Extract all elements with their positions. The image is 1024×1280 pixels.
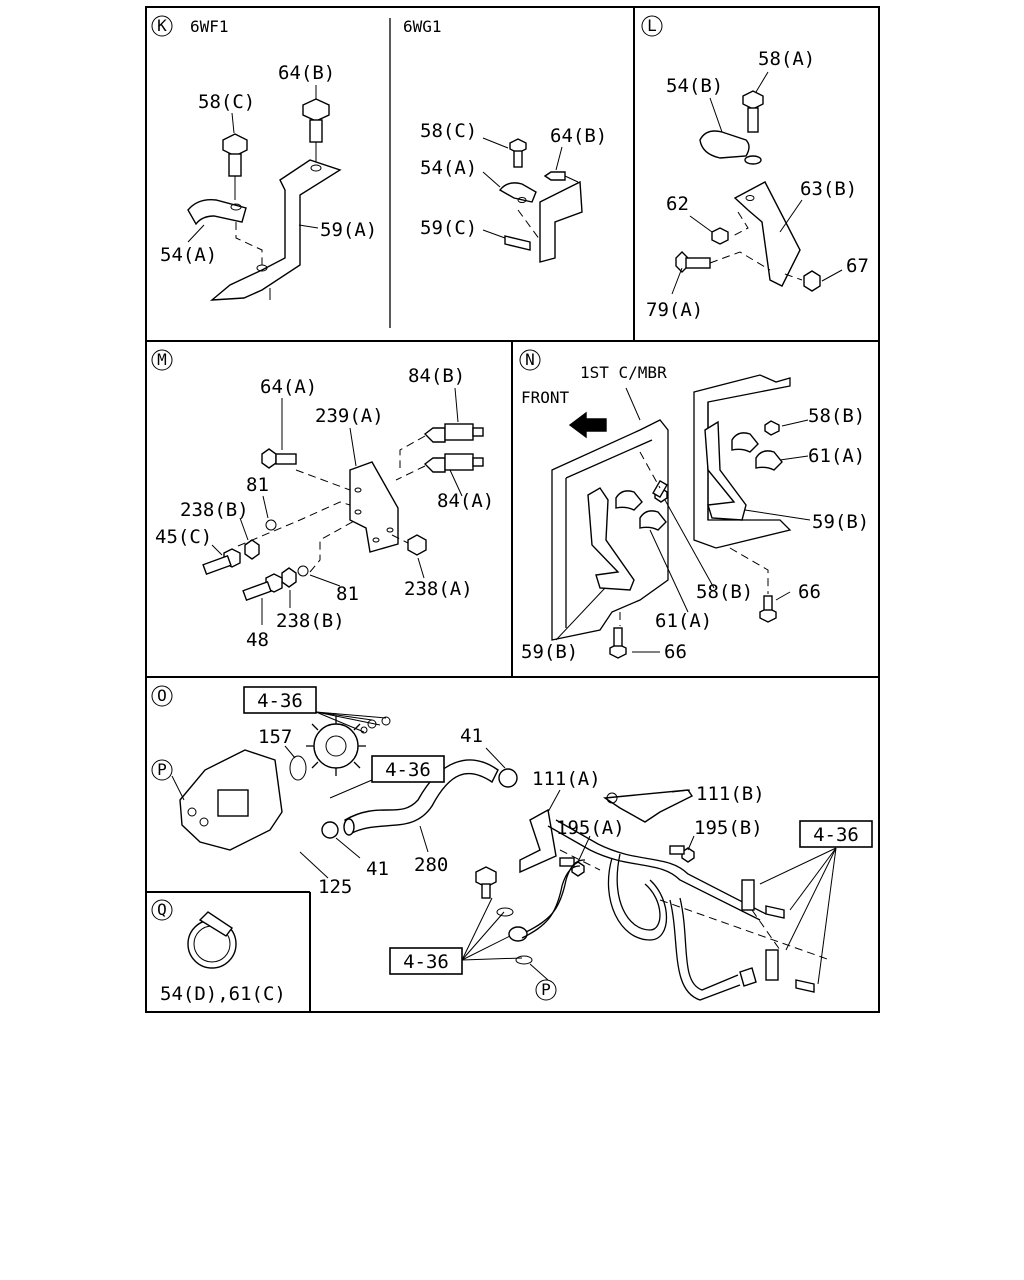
- label-58b: 58(B): [808, 405, 865, 427]
- ref-p-marker: P: [535, 979, 557, 1001]
- label-195a: 195(A): [556, 817, 625, 839]
- ref-p-marker: P: [151, 759, 173, 781]
- label-238a: 238(A): [404, 578, 473, 600]
- section-k-letter: K: [157, 16, 167, 35]
- label-81: 81: [246, 474, 269, 496]
- ref-box: [243, 686, 317, 714]
- label-157: 157: [258, 726, 292, 748]
- label-64b: 64(B): [550, 125, 607, 147]
- section-n-letter: N: [525, 350, 535, 369]
- label-67: 67: [846, 255, 869, 277]
- label-48: 48: [246, 629, 269, 651]
- section-n-drawing: [551, 374, 811, 659]
- label-41: 41: [460, 725, 483, 747]
- label-81: 81: [336, 583, 359, 605]
- label-125: 125: [318, 876, 352, 898]
- variant-label-6wf1: 6WF1: [190, 17, 229, 36]
- label-58b: 58(B): [696, 581, 753, 603]
- label-66: 66: [798, 581, 821, 603]
- label-280: 280: [414, 854, 448, 876]
- section-k-6wf1-drawing: [187, 85, 342, 301]
- label-63b: 63(B): [800, 178, 857, 200]
- section-l-letter: L: [647, 16, 657, 35]
- ref-box: [371, 755, 445, 783]
- section-q-letter: Q: [157, 900, 167, 919]
- label-239a: 239(A): [315, 405, 384, 427]
- label-62: 62: [666, 193, 689, 215]
- label-45c: 45(C): [155, 526, 212, 548]
- label-79a: 79(A): [646, 299, 703, 321]
- ref-box: [799, 820, 873, 848]
- label-54a: 54(A): [420, 157, 477, 179]
- ref-label: 4-36: [385, 759, 431, 781]
- diagram-frame: [145, 6, 880, 1013]
- variant-label-6wg1: 6WG1: [403, 17, 442, 36]
- label-41: 41: [366, 858, 389, 880]
- section-o-marker: O: [151, 685, 173, 707]
- label-111a: 111(A): [532, 768, 601, 790]
- label-54b: 54(B): [666, 75, 723, 97]
- section-o-drawing: [171, 711, 837, 1001]
- section-n-marker: N: [519, 349, 541, 371]
- ref-box: [389, 947, 463, 975]
- section-q-drawing: [187, 911, 237, 969]
- label-59b: 59(B): [521, 641, 578, 663]
- label-59a: 59(A): [320, 219, 377, 241]
- member-label: 1ST C/MBR: [580, 363, 667, 382]
- label-61a: 61(A): [808, 445, 865, 467]
- label-84a: 84(A): [437, 490, 494, 512]
- ref-p-letter: P: [541, 980, 551, 999]
- label-54a: 54(A): [160, 244, 217, 266]
- section-q-marker: Q: [151, 899, 173, 921]
- label-84b: 84(B): [408, 365, 465, 387]
- label-64b: 64(B): [278, 62, 335, 84]
- label-195b: 195(B): [694, 817, 763, 839]
- section-k-6wg1-drawing: [482, 137, 583, 263]
- section-k-marker: K: [151, 15, 173, 37]
- section-m-letter: M: [157, 350, 167, 369]
- ref-p-letter: P: [157, 760, 167, 779]
- label-58a: 58(A): [758, 48, 815, 70]
- section-m-marker: M: [151, 349, 173, 371]
- label-111b: 111(B): [696, 783, 765, 805]
- ref-label: 4-36: [403, 951, 449, 973]
- section-l-drawing: [671, 71, 843, 295]
- label-58c: 58(C): [198, 91, 255, 113]
- label-64a: 64(A): [260, 376, 317, 398]
- ref-label: 4-36: [257, 690, 303, 712]
- label-66: 66: [664, 641, 687, 663]
- section-m-drawing: [202, 387, 484, 625]
- label-59c: 59(C): [420, 217, 477, 239]
- section-o-letter: O: [157, 686, 167, 705]
- front-label: FRONT: [521, 388, 570, 407]
- label-58c: 58(C): [420, 120, 477, 142]
- label-54d-61c: 54(D),61(C): [160, 983, 286, 1005]
- label-59b: 59(B): [812, 511, 869, 533]
- ref-label: 4-36: [813, 824, 859, 846]
- label-238b: 238(B): [276, 610, 345, 632]
- section-l-marker: L: [641, 15, 663, 37]
- label-61a: 61(A): [655, 610, 712, 632]
- label-238b: 238(B): [180, 499, 249, 521]
